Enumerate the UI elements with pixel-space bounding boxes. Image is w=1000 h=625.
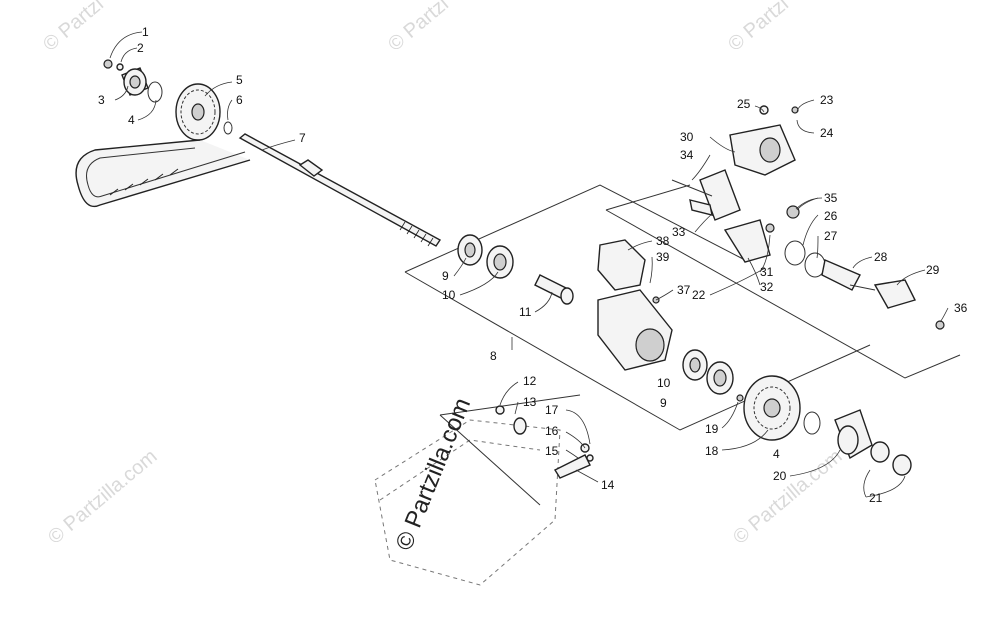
callout-27: 27 [824, 229, 838, 243]
callout-6: 6 [236, 93, 243, 107]
callout-8: 8 [490, 349, 497, 363]
callout-22: 22 [692, 288, 706, 302]
callout-34: 34 [680, 148, 694, 162]
watermark-prominent: © Partzilla.com [391, 394, 477, 554]
callout-9-right: 9 [660, 396, 667, 410]
watermark-top-center: © Partzi [384, 0, 453, 56]
callout-32: 32 [760, 280, 774, 294]
callout-29: 29 [926, 263, 940, 277]
callout-24: 24 [820, 126, 834, 140]
callout-31: 31 [760, 265, 774, 279]
callout-10-left: 10 [442, 288, 456, 302]
callout-39: 39 [656, 250, 670, 264]
watermark-top-right: © Partzi [724, 0, 793, 56]
callout-labels: 1 2 3 4 5 6 7 8 9 10 11 12 13 14 15 16 1… [98, 25, 968, 505]
callout-leaders [109, 31, 949, 498]
callout-14: 14 [601, 478, 615, 492]
rear-axle [238, 133, 442, 247]
watermark-bottom-right: © Partzilla.com [729, 445, 846, 548]
callout-11: 11 [519, 305, 532, 319]
callout-26: 26 [824, 209, 838, 223]
callout-15: 15 [545, 444, 559, 458]
callout-1: 1 [142, 25, 149, 39]
brake-caliper-group [605, 105, 961, 379]
callout-37: 37 [677, 283, 691, 297]
axle-spacer [534, 274, 574, 305]
callout-2: 2 [137, 41, 144, 55]
swingarm-outline [374, 394, 594, 586]
callout-7: 7 [299, 131, 306, 145]
callout-38: 38 [656, 234, 670, 248]
callout-5: 5 [236, 73, 243, 87]
rear-sprocket [175, 83, 233, 141]
drive-chain [75, 139, 251, 208]
axle-housing [597, 239, 673, 371]
callout-33: 33 [672, 225, 686, 239]
callout-10-right: 10 [657, 376, 671, 390]
callout-17: 17 [545, 403, 559, 417]
sprocket-hub-assembly [103, 59, 163, 103]
watermark-bottom-left: © Partzilla.com [44, 445, 161, 548]
callout-30: 30 [680, 130, 694, 144]
callout-36: 36 [954, 301, 968, 315]
callout-20: 20 [773, 469, 787, 483]
callout-18: 18 [705, 444, 719, 458]
callout-4: 4 [128, 113, 135, 127]
bearings-left [457, 234, 514, 279]
bearings-right [682, 349, 734, 395]
callout-3: 3 [98, 93, 105, 107]
watermark-top-left: © Partzi [39, 0, 108, 56]
callout-9-left: 9 [442, 269, 449, 283]
callout-28: 28 [874, 250, 888, 264]
wheel-hub-assembly [803, 409, 912, 476]
callout-16: 16 [545, 424, 559, 438]
brake-disc [736, 375, 801, 441]
callout-25: 25 [737, 97, 751, 111]
callout-35: 35 [824, 191, 838, 205]
callout-21: 21 [869, 491, 883, 505]
callout-12: 12 [523, 374, 537, 388]
callout-19: 19 [705, 422, 719, 436]
callout-13: 13 [523, 395, 537, 409]
callout-23: 23 [820, 93, 834, 107]
callout-4-hub: 4 [773, 447, 780, 461]
